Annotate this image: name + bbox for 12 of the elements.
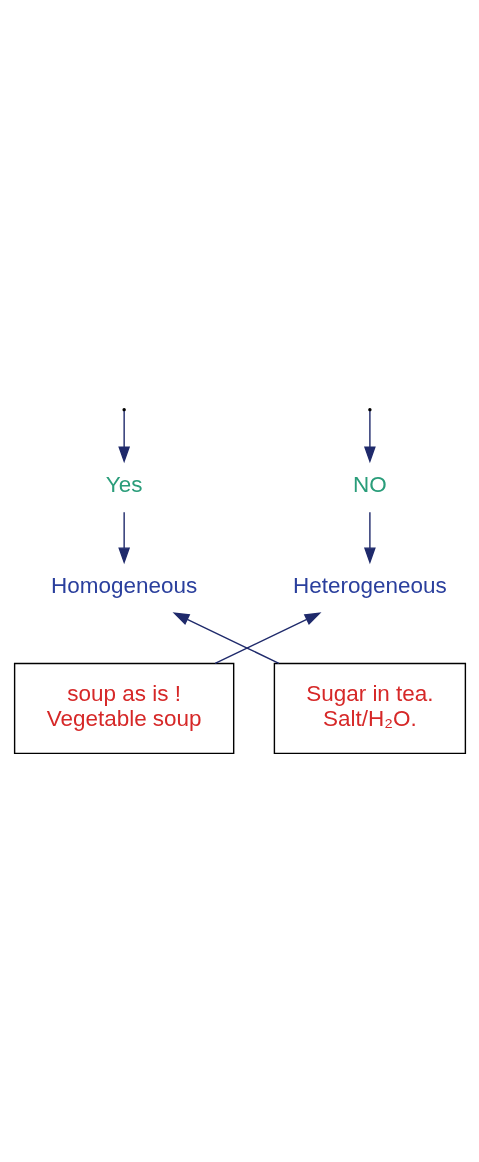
node-text: Yes [105,471,142,497]
node-text: Homogeneous [50,572,197,598]
node-box: Sugar in tea. Salt/H₂O. [273,662,466,755]
node-box: soup as is ! Vegetable soup [13,662,234,755]
arrow [117,410,130,464]
arrow [117,511,130,565]
arrow [363,511,376,565]
arrow [213,612,321,664]
arrow [363,410,376,464]
node-text: NO [352,471,387,497]
node-text: Heterogeneous [292,572,447,598]
arrow [172,612,280,664]
